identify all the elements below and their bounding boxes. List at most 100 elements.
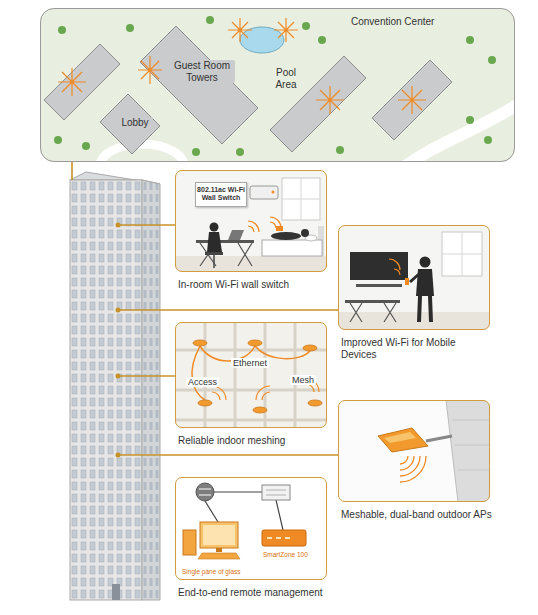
feature-panel: In-room Wi-Fi wall switch802.11ac Wi-Fi … <box>175 170 327 272</box>
leader-dot-part <box>116 223 121 228</box>
area-label: Pool Area <box>265 67 307 90</box>
link-label: Access <box>186 377 219 387</box>
link-label: Mesh <box>290 375 316 385</box>
site-map-art-part-part <box>466 116 474 124</box>
outdoor-ap-art-part <box>426 436 452 441</box>
mesh-grid-art-part <box>175 322 327 428</box>
mobile-room-art-part <box>405 278 409 285</box>
site-map-art-part <box>372 60 452 140</box>
mobile-room-art-part <box>442 232 482 276</box>
feature-panel: Meshable, dual-band outdoor APs <box>338 400 490 502</box>
mesh-grid-art-part-part <box>193 340 207 346</box>
outdoor-ap-art <box>338 400 490 502</box>
hotel-tower-part <box>112 584 120 600</box>
mesh-grid-art <box>175 322 327 428</box>
mobile-room-art-part <box>389 259 400 275</box>
leader-dot <box>116 223 121 458</box>
mobile-room-art-part <box>350 252 408 280</box>
outdoor-ap-art-part <box>384 432 416 443</box>
callout-box: 802.11ac Wi-Fi Wall Switch <box>195 182 247 207</box>
site-map-art-part-part <box>54 136 62 144</box>
hotel-tower <box>70 172 160 600</box>
site-map-art-part-part <box>318 36 326 44</box>
hotel-tower-part <box>70 180 142 600</box>
management-art-part <box>183 530 196 555</box>
site-map-art-part <box>58 18 426 114</box>
guest-room-art-part <box>282 178 320 220</box>
leader-line <box>72 162 338 455</box>
mobile-room-art-part <box>350 303 396 322</box>
leader-line-part <box>118 454 338 456</box>
outdoor-ap-art-part <box>338 400 490 502</box>
guest-room-art-part <box>210 223 219 232</box>
panel-caption: In-room Wi-Fi wall switch <box>178 279 378 291</box>
area-label: Lobby <box>117 117 153 129</box>
guest-room-art-part <box>228 230 244 240</box>
management-art-part <box>200 522 238 548</box>
panel-caption: Reliable indoor meshing <box>178 435 378 447</box>
management-art-part <box>262 530 306 546</box>
management-art-part <box>196 483 214 501</box>
guest-room-art-part <box>248 221 259 232</box>
leader-line-part <box>118 309 338 311</box>
site-map-art-part <box>44 44 120 120</box>
mesh-grid-art-part-part <box>198 400 212 406</box>
outdoor-ap-art-part <box>378 428 428 452</box>
site-map: Convention CenterGuest Room TowersPool A… <box>40 8 515 162</box>
mesh-grid-art-part-part <box>303 345 317 351</box>
guest-room-art-part <box>270 217 281 228</box>
site-map-art-part <box>100 144 184 162</box>
mesh-grid-art-part <box>256 386 270 400</box>
panel-caption: End-to-end remote management <box>178 587 378 599</box>
mesh-grid-art-part <box>255 346 310 359</box>
site-map-art-part-part <box>228 18 252 42</box>
mobile-room-art-part <box>416 269 434 296</box>
leader-dot-part <box>116 453 121 458</box>
site-map-art-part-part <box>192 148 200 156</box>
site-map-art-part-part <box>484 136 492 144</box>
guest-room-art-part <box>205 252 223 255</box>
site-map-art-part-part <box>316 86 344 114</box>
mobile-room-art-part <box>419 296 431 322</box>
site-map-art-part-part <box>58 68 86 96</box>
management-art-part <box>203 525 235 545</box>
mobile-room-art-part <box>420 257 431 268</box>
site-map-art-part-part <box>488 56 496 64</box>
management-art-part <box>199 489 211 495</box>
guest-room-art-part <box>272 191 275 194</box>
mobile-room-art-part <box>356 284 402 287</box>
management-art-part <box>266 490 286 495</box>
outdoor-ap-art-part <box>452 420 490 470</box>
mobile-room-art <box>338 225 490 330</box>
mesh-grid-art-part-part <box>248 340 262 346</box>
mobile-room-art-part <box>338 225 490 330</box>
guest-room-art-part <box>276 226 283 231</box>
device-label: 802.11ac Wi-Fi Wall Switch <box>196 186 246 201</box>
management-art <box>175 477 327 580</box>
site-map-art <box>40 8 515 162</box>
outdoor-ap-art-part <box>400 456 426 482</box>
mobile-room-art-part <box>442 232 482 276</box>
site-map-art-part-part <box>336 146 344 154</box>
guest-room-art-part <box>207 232 222 252</box>
guest-room-art-part <box>213 255 215 268</box>
panel-caption: Meshable, dual-band outdoor APs <box>341 509 536 521</box>
device-label: Single pane of glass <box>182 568 241 575</box>
management-art-part <box>267 537 290 539</box>
site-map-art-part-part <box>82 142 90 150</box>
management-art-part <box>262 485 290 500</box>
site-map-art-part-part <box>206 16 214 24</box>
leader-line-part <box>118 224 175 226</box>
site-map-art-part-part <box>466 36 474 44</box>
mobile-room-art-part <box>410 274 419 282</box>
leader-dot-part <box>116 308 121 313</box>
mesh-grid-art-part <box>175 322 327 428</box>
leader-line-part <box>118 375 175 377</box>
mesh-grid-art-part <box>192 346 205 400</box>
site-map-art-part-part <box>302 22 310 30</box>
feature-panel: SmartZone 100Single pane of glassEnd-to-… <box>175 477 327 580</box>
management-art-part <box>216 548 222 552</box>
